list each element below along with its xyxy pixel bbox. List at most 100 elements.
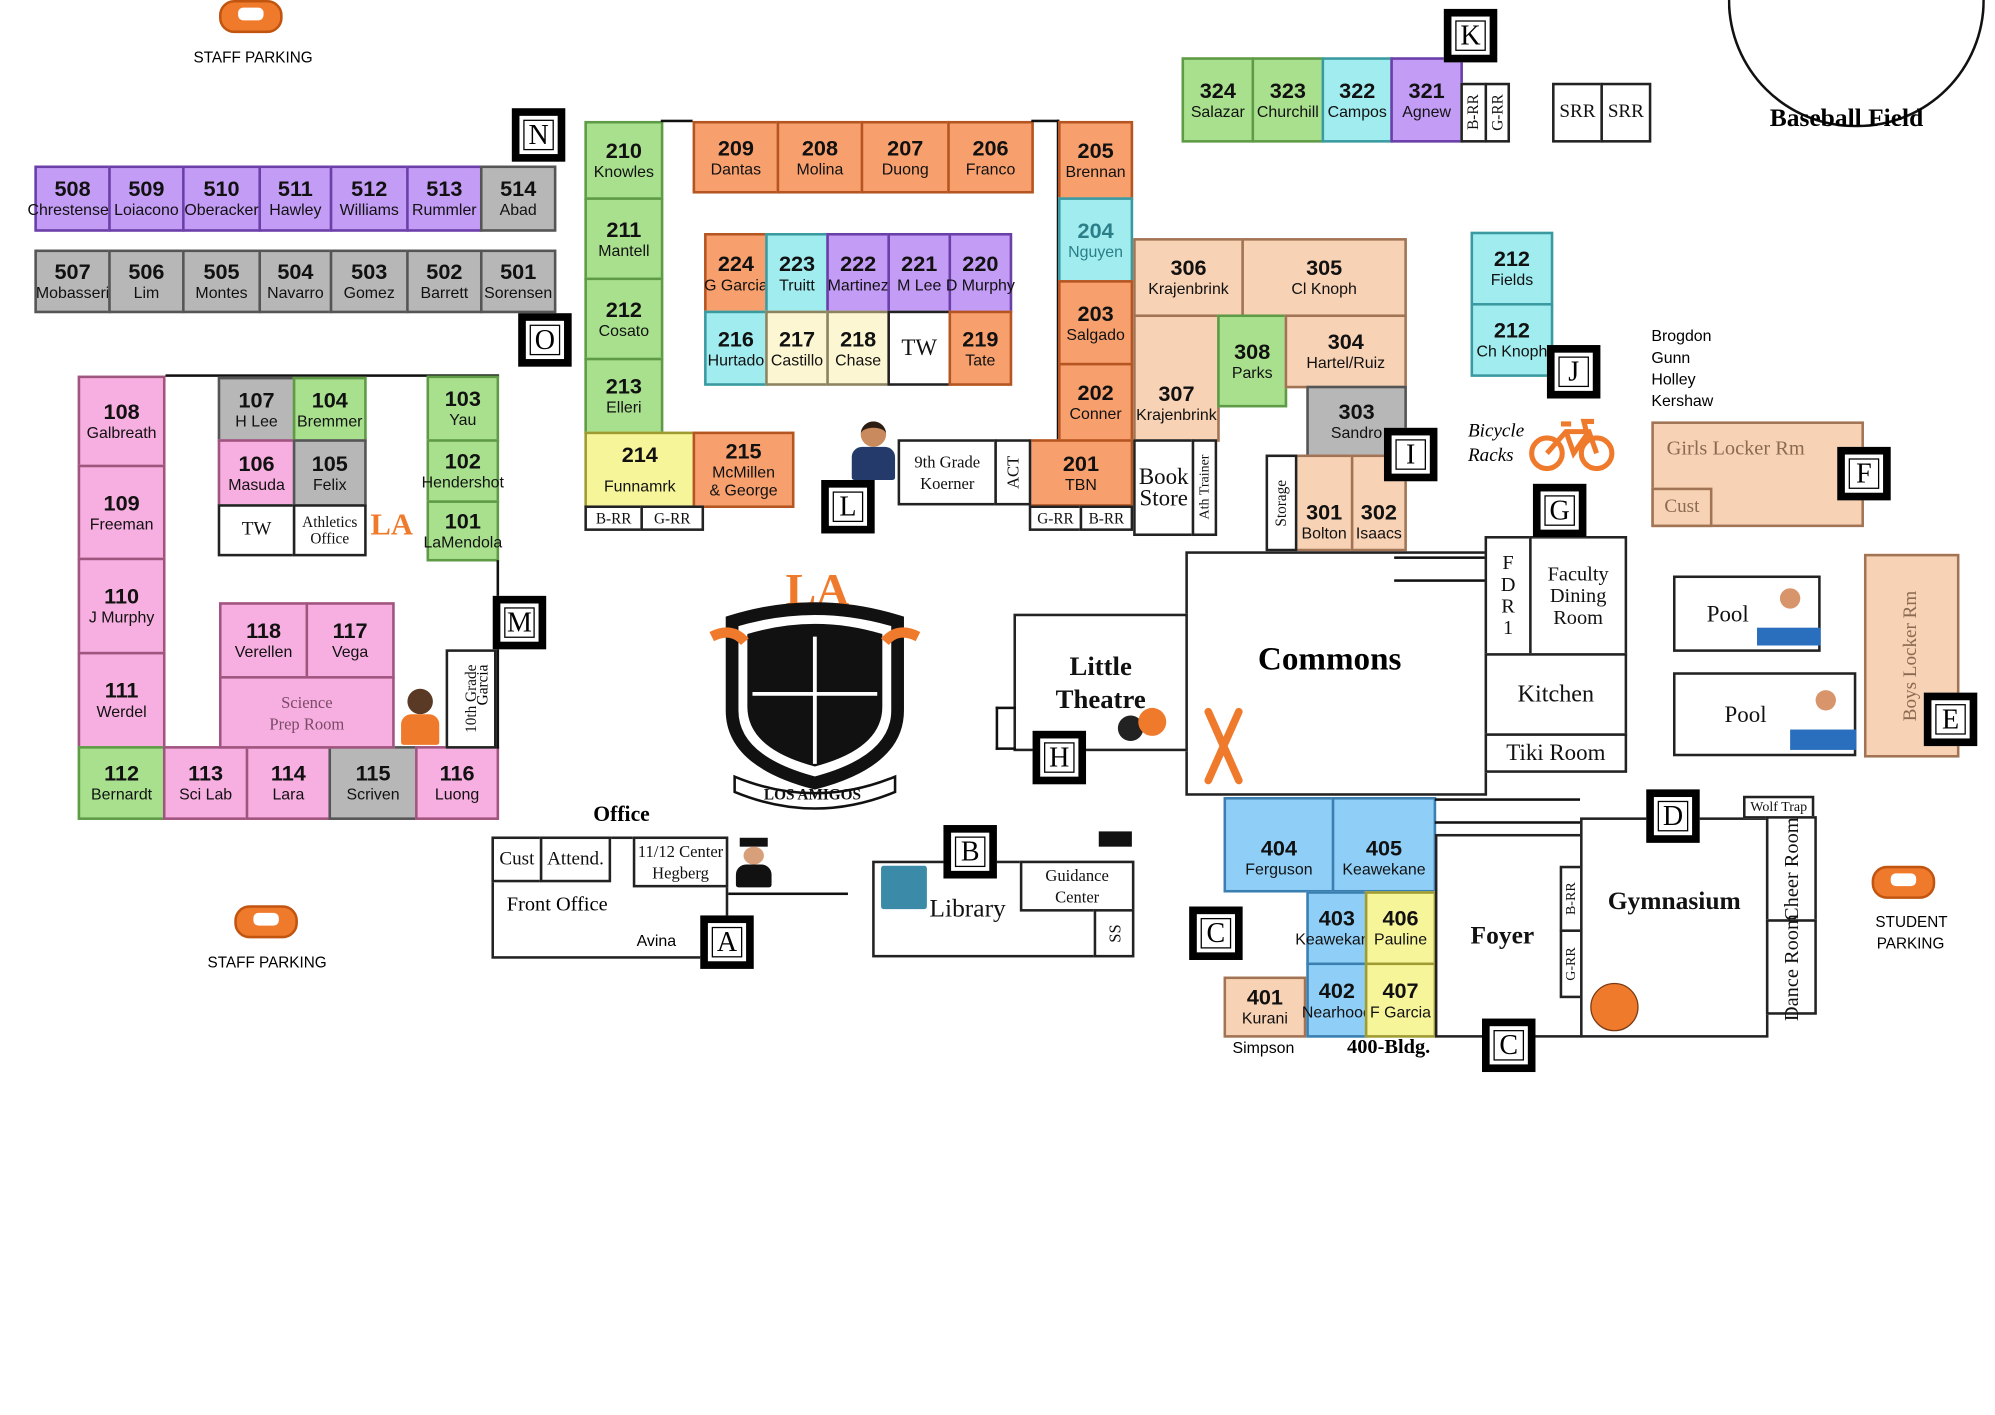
marker-i[interactable]: I bbox=[1383, 427, 1438, 482]
attendance[interactable]: Attend. bbox=[539, 836, 612, 883]
marker-g[interactable]: G bbox=[1532, 483, 1587, 538]
marker-k[interactable]: K bbox=[1443, 8, 1498, 63]
act-room[interactable]: ACT bbox=[994, 439, 1032, 506]
boys-restroom[interactable]: B-RR bbox=[584, 505, 643, 531]
storage-room[interactable]: Storage bbox=[1265, 454, 1298, 552]
marker-a[interactable]: A bbox=[700, 915, 754, 969]
marker-f[interactable]: F bbox=[1837, 446, 1891, 501]
boys-restroom[interactable]: B-RR bbox=[1079, 505, 1134, 531]
kitchen[interactable]: Kitchen bbox=[1484, 653, 1628, 736]
marker-c[interactable]: C bbox=[1189, 906, 1243, 960]
girls-restroom[interactable]: G-RR bbox=[1484, 82, 1511, 143]
cheer-room[interactable]: Cheer Room bbox=[1765, 816, 1817, 922]
girls-restroom[interactable]: G-RR bbox=[640, 505, 705, 531]
tiki-room[interactable]: Tiki Room bbox=[1484, 733, 1628, 773]
marker-e[interactable]: E bbox=[1923, 692, 1978, 747]
teacher-workroom[interactable]: TW bbox=[217, 504, 296, 557]
custodian-closet[interactable]: Cust bbox=[1651, 487, 1713, 528]
dance-room[interactable]: Dance Room bbox=[1765, 914, 1817, 1020]
marker-h[interactable]: H bbox=[1032, 730, 1087, 785]
ss-room[interactable]: SS bbox=[1093, 909, 1135, 958]
teacher-workroom[interactable]: TW bbox=[887, 310, 952, 386]
boys-restroom[interactable]: B-RR bbox=[1460, 82, 1488, 143]
marker-l[interactable]: L bbox=[821, 479, 875, 534]
marker-m[interactable]: M bbox=[492, 595, 547, 650]
boys-locker-room[interactable]: Boys Locker Rm bbox=[1863, 553, 1960, 758]
srr-room[interactable]: SRR bbox=[1552, 82, 1603, 143]
girls-restroom[interactable]: G-RR bbox=[1028, 505, 1083, 531]
marker-o[interactable]: O bbox=[518, 313, 572, 367]
foyer[interactable]: Foyer bbox=[1434, 833, 1583, 1038]
